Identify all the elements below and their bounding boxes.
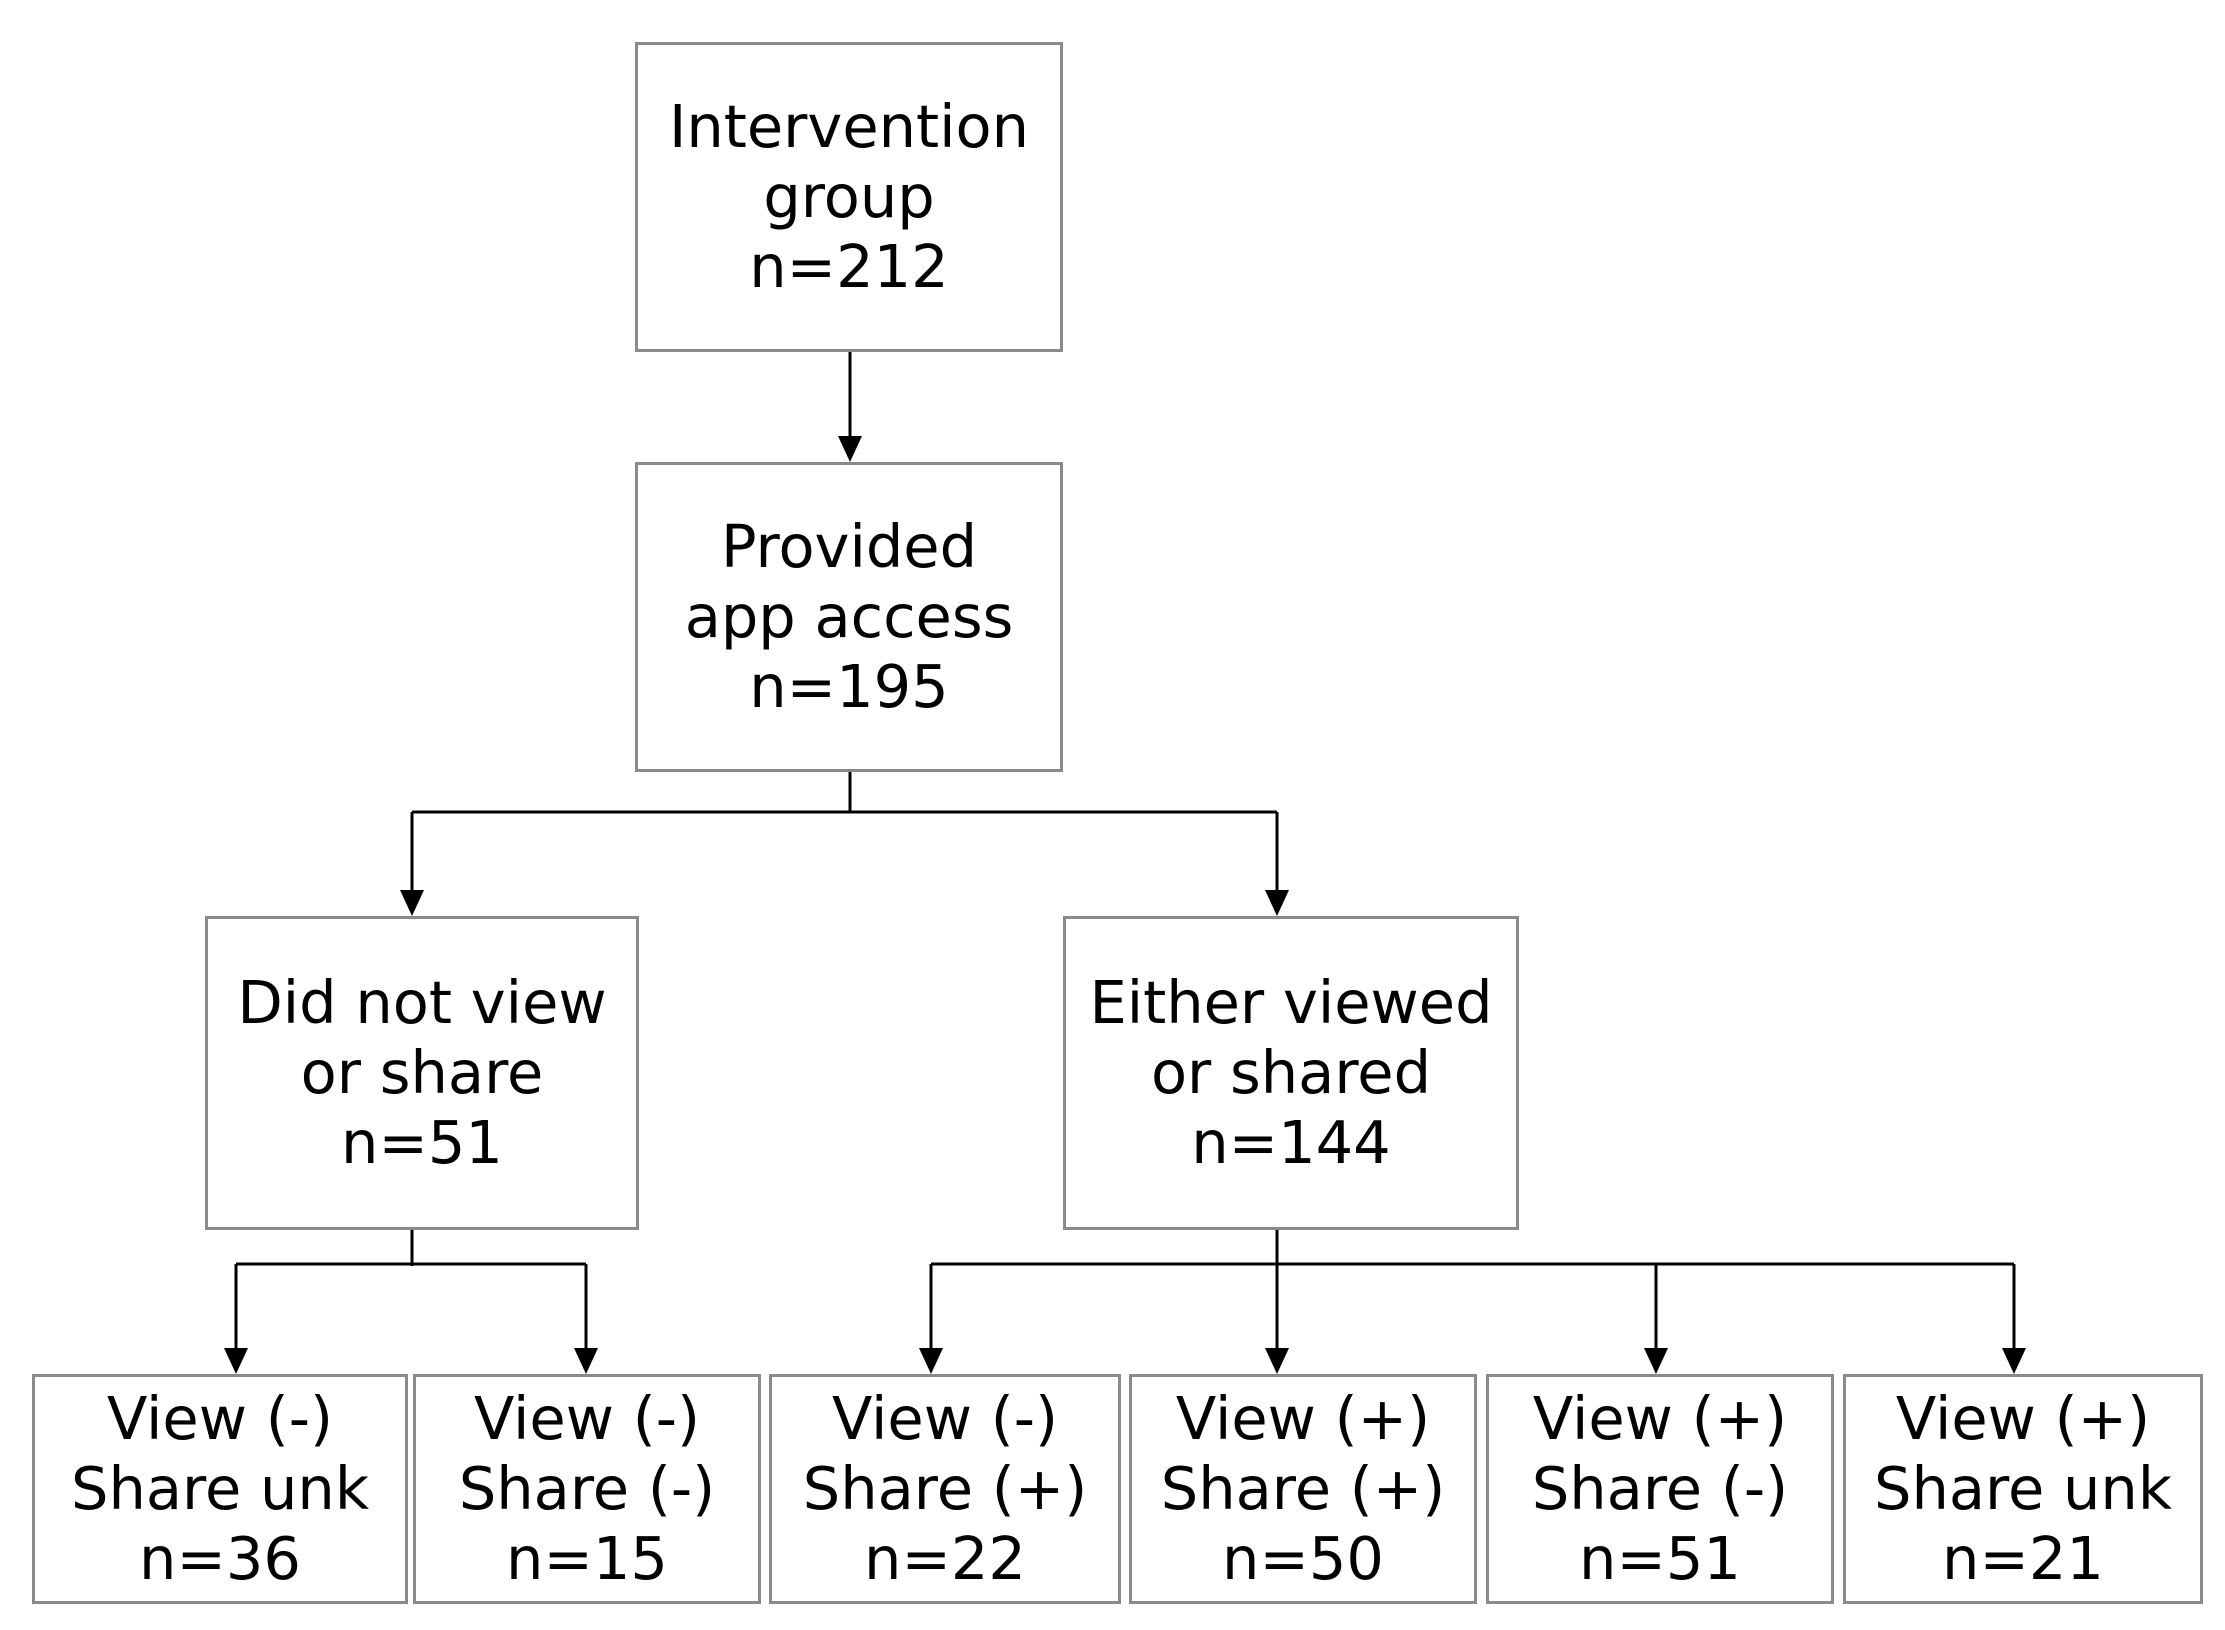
leaf-count: n=22: [864, 1524, 1026, 1593]
arrowhead-vos: [1265, 890, 1289, 916]
leaf-node: View (-) Share (-) n=15: [413, 1374, 761, 1604]
leaf-count: n=51: [1579, 1524, 1741, 1593]
leaf-share-label: Share (-): [1531, 1454, 1789, 1523]
leaf-share-label: Share (-): [458, 1454, 716, 1523]
leaf-node: View (+) Share unk n=21: [1843, 1374, 2203, 1604]
leaf-share-label: Share unk: [71, 1454, 369, 1523]
leaf-node: View (-) Share unk n=36: [32, 1374, 408, 1604]
arrowhead-leaf3: [919, 1348, 943, 1374]
arrowhead-app: [838, 436, 862, 462]
node-count: n=144: [1191, 1108, 1391, 1177]
node-intervention-group: Intervention group n=212: [635, 42, 1063, 352]
arrowhead-leaf5: [1644, 1348, 1668, 1374]
node-label-line2: group: [763, 162, 935, 231]
arrowhead-leaf1: [224, 1348, 248, 1374]
node-label-line1: Either viewed: [1089, 968, 1493, 1037]
leaf-node: View (+) Share (-) n=51: [1486, 1374, 1834, 1604]
node-label-line2: or share: [300, 1038, 544, 1107]
leaf-share-label: Share unk: [1874, 1454, 2172, 1523]
leaf-view-label: View (+): [1532, 1384, 1788, 1453]
node-either-viewed-or-shared: Either viewed or shared n=144: [1063, 916, 1519, 1230]
node-label-line1: Did not view: [237, 968, 607, 1037]
leaf-view-label: View (-): [106, 1384, 334, 1453]
leaf-view-label: View (+): [1175, 1384, 1431, 1453]
node-did-not-view-or-share: Did not view or share n=51: [205, 916, 639, 1230]
leaf-share-label: Share (+): [1160, 1454, 1446, 1523]
arrowhead-leaf2: [574, 1348, 598, 1374]
leaf-node: View (+) Share (+) n=50: [1129, 1374, 1477, 1604]
leaf-count: n=15: [506, 1524, 668, 1593]
node-label-line1: Intervention: [668, 92, 1030, 161]
node-count: n=195: [749, 652, 949, 721]
leaf-share-label: Share (+): [802, 1454, 1088, 1523]
node-label-line2: app access: [684, 582, 1014, 651]
leaf-view-label: View (-): [473, 1384, 701, 1453]
node-label-line1: Provided: [720, 512, 978, 581]
node-count: n=212: [749, 232, 949, 301]
leaf-count: n=21: [1942, 1524, 2104, 1593]
arrowhead-leaf6: [2002, 1348, 2026, 1374]
leaf-count: n=50: [1222, 1524, 1384, 1593]
arrowhead-leaf4: [1265, 1348, 1289, 1374]
node-count: n=51: [341, 1108, 503, 1177]
node-provided-app-access: Provided app access n=195: [635, 462, 1063, 772]
node-label-line2: or shared: [1150, 1038, 1432, 1107]
leaf-view-label: View (-): [831, 1384, 1059, 1453]
leaf-node: View (-) Share (+) n=22: [769, 1374, 1121, 1604]
leaf-count: n=36: [139, 1524, 301, 1593]
arrowhead-nov: [400, 890, 424, 916]
leaf-view-label: View (+): [1895, 1384, 2151, 1453]
